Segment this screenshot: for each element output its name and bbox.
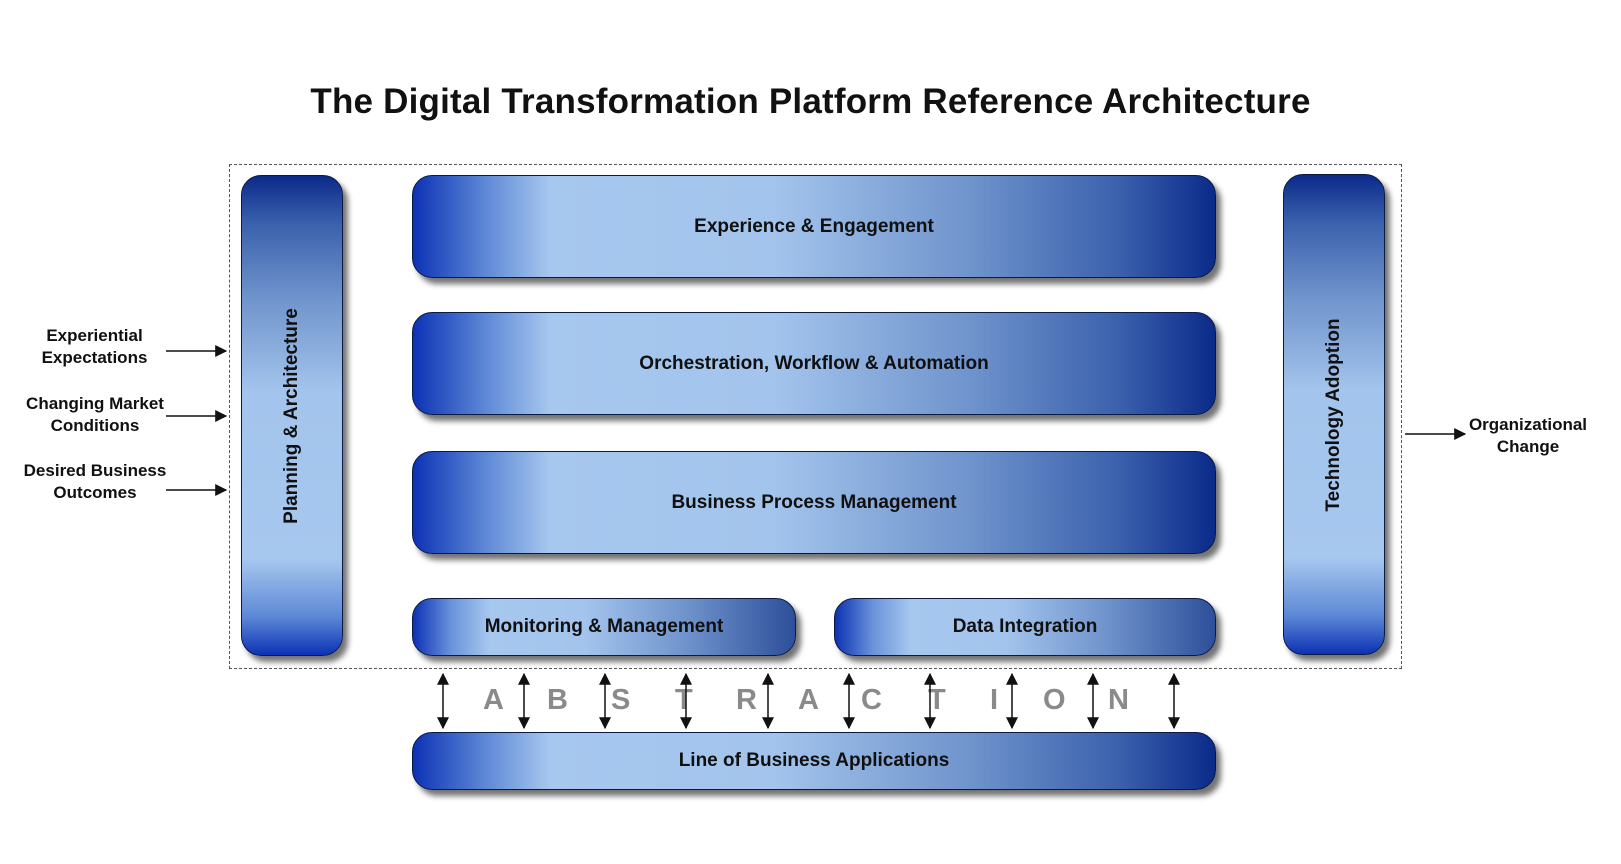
input-label-desired-business-outcomes: Desired Business Outcomes [23,461,167,502]
abstraction-letter: R [736,684,757,716]
technology-adoption-pillar: Technology Adoption [1283,174,1385,655]
layer-business-process-management: Business Process Management [412,451,1216,554]
layer-experience-engagement: Experience & Engagement [412,175,1216,278]
abstraction-letter: O [1043,684,1066,716]
abstraction-letter: B [547,684,568,716]
abstraction-letter: A [798,684,819,716]
layer-data-integration-label: Data Integration [952,616,1098,637]
layer-monitoring-management: Monitoring & Management [412,598,796,656]
platform-boundary [229,164,1402,669]
layer-orchestration-label: Orchestration, Workflow & Automation [639,352,989,374]
layer-bpm-label: Business Process Management [671,491,957,513]
layer-orchestration-workflow-automation: Orchestration, Workflow & Automation [412,312,1216,415]
abstraction-letter: N [1108,684,1129,716]
layer-data-integration: Data Integration [834,598,1216,656]
layer-lob-label: Line of Business Applications [678,750,950,771]
input-label-experiential-expectations: Experiential Expectations [41,326,148,367]
layer-line-of-business-applications: Line of Business Applications [412,732,1216,790]
output-label-organizational-change: Organizational Change [1468,415,1588,456]
abstraction-letter: A [483,684,504,716]
layer-monitoring-label: Monitoring & Management [484,616,724,637]
input-label-changing-market-conditions: Changing Market Conditions [26,394,164,435]
abstraction-letter: S [611,684,631,716]
page-title: The Digital Transformation Platform Refe… [310,82,1311,121]
planning-architecture-pillar: Planning & Architecture [241,175,343,656]
abstraction-letter: C [861,684,882,716]
layer-experience-engagement-label: Experience & Engagement [694,215,934,237]
abstraction-letter: I [990,684,999,716]
